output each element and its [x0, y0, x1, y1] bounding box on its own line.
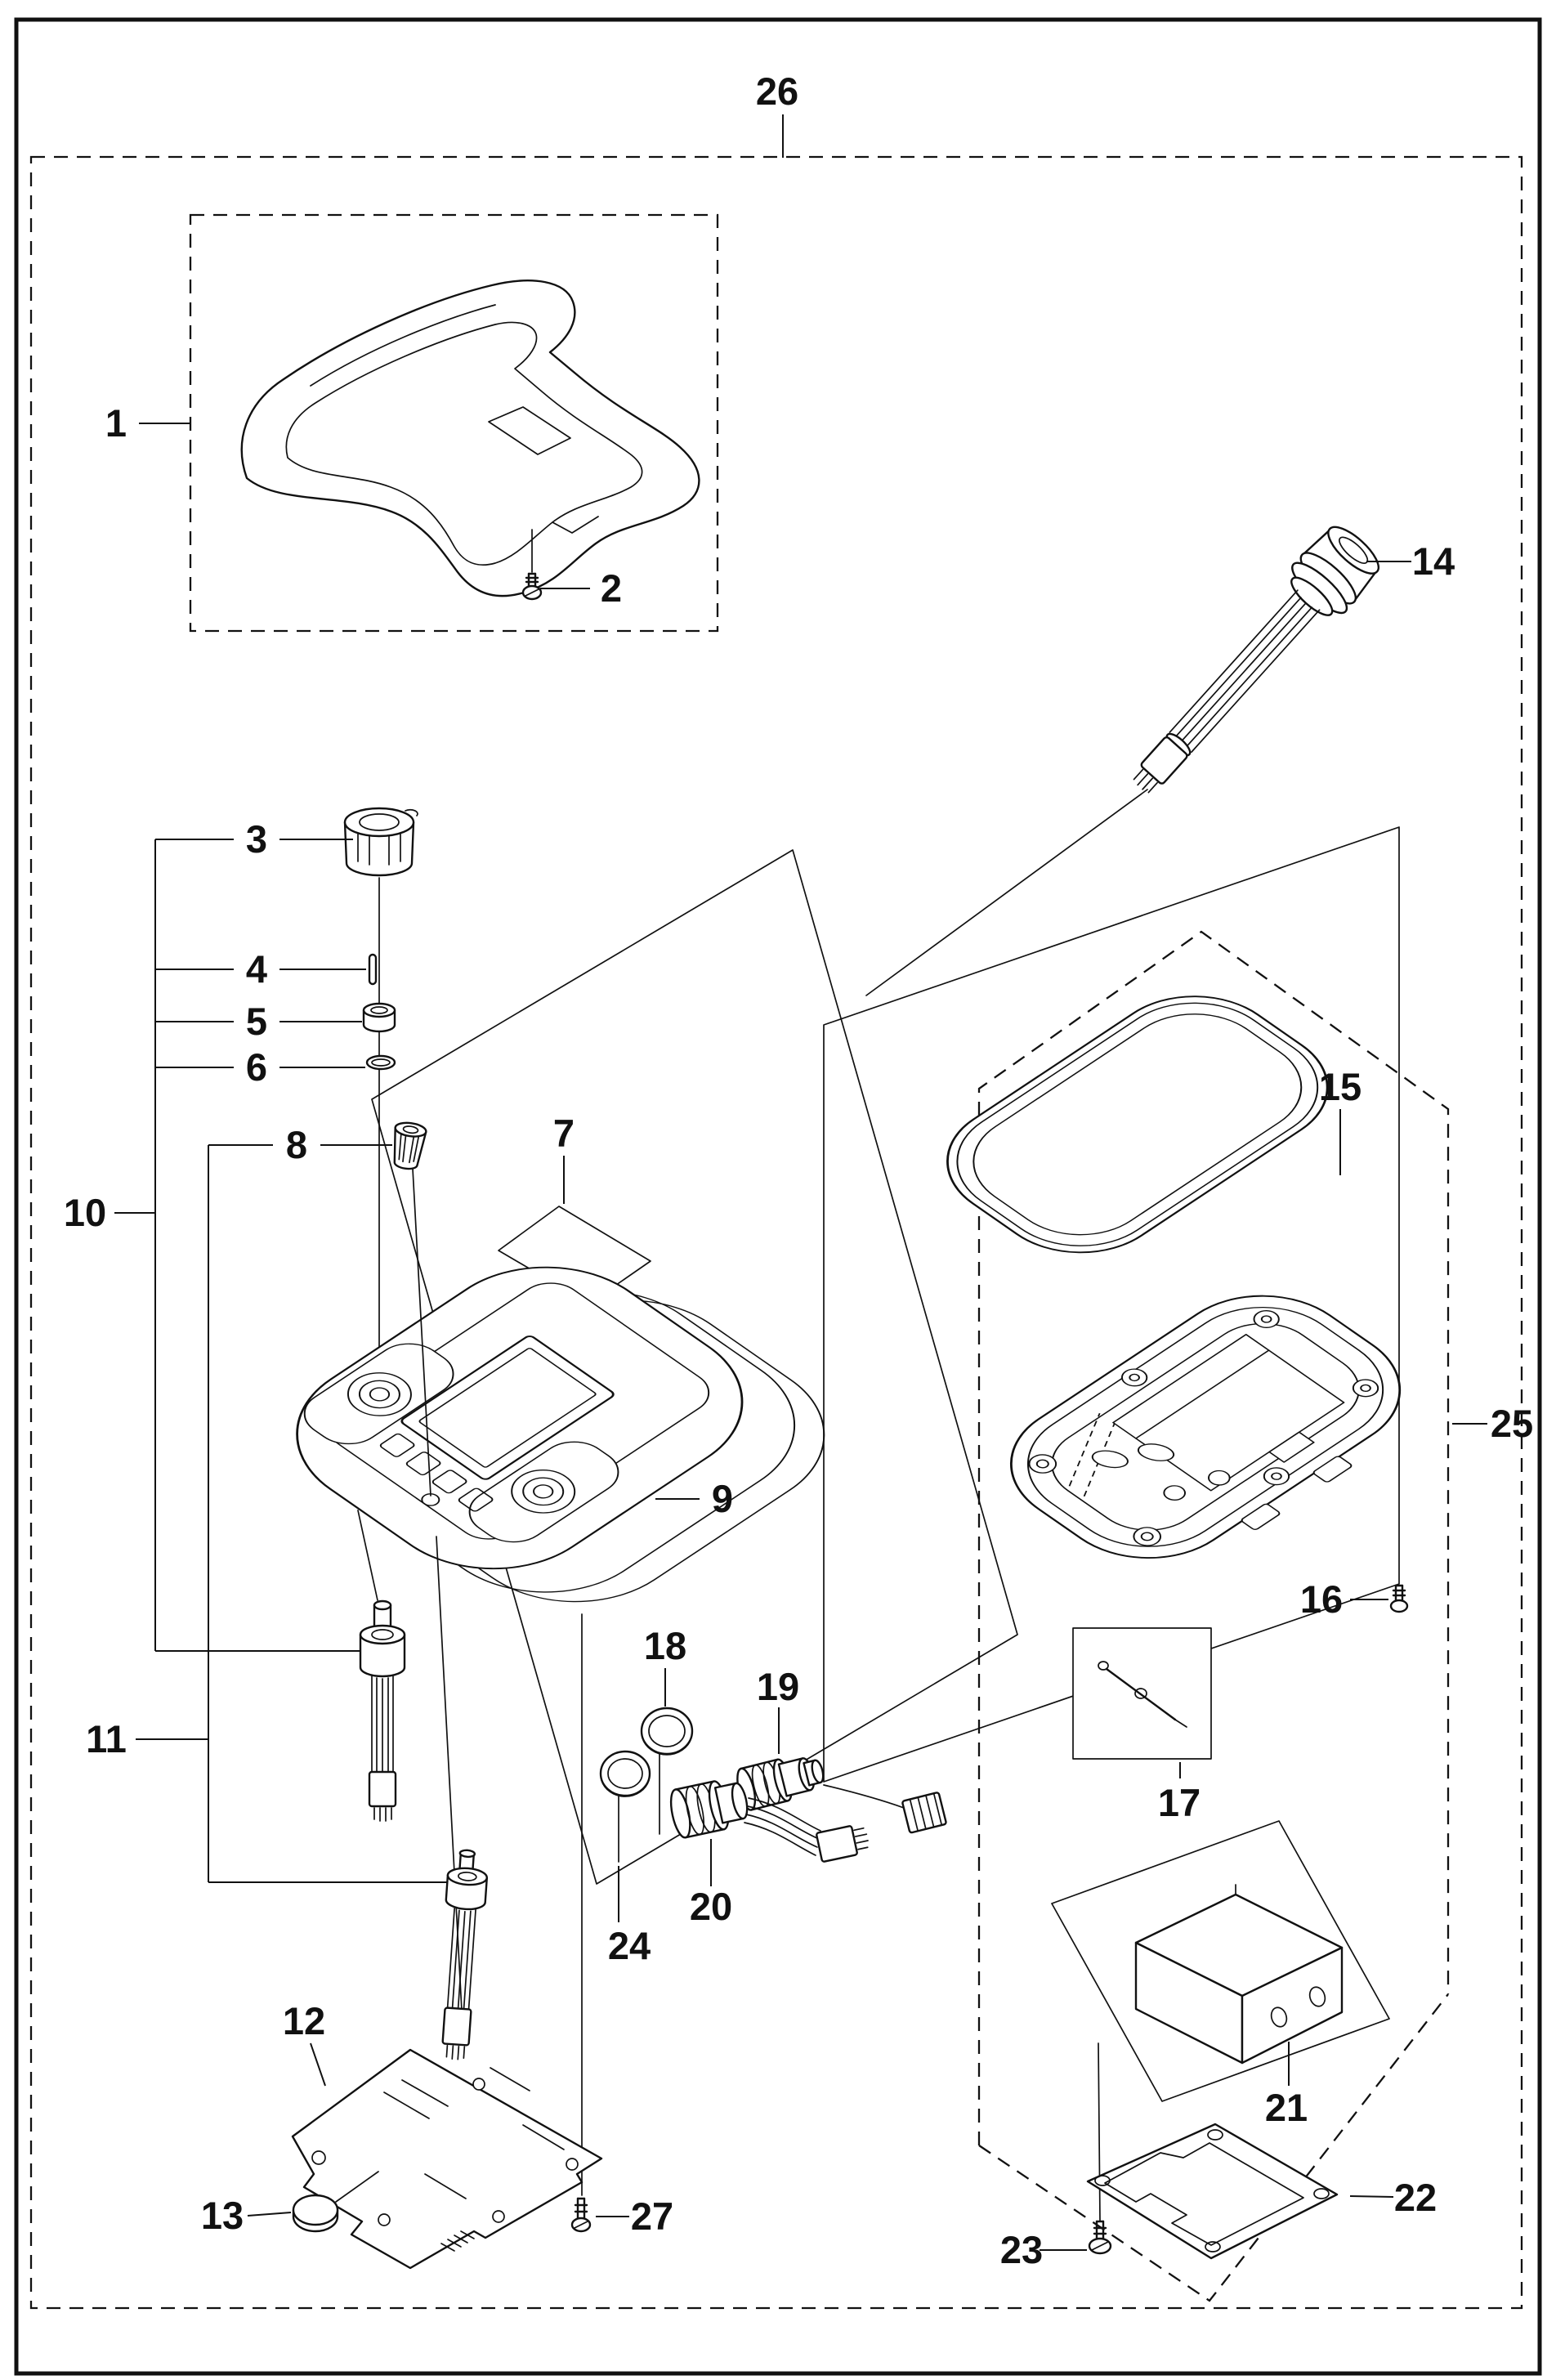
callouts: 1 2 3 4 5 6 7 8	[64, 69, 1533, 2271]
callout-21-label: 21	[1265, 2086, 1308, 2129]
callout-12: 12	[283, 1999, 326, 2087]
callout-25: 25	[1452, 1402, 1533, 1445]
construction-planes	[371, 826, 1400, 1885]
callout-10-label: 10	[64, 1191, 106, 1234]
part-coin-battery-13	[292, 2194, 339, 2233]
callout-27: 27	[596, 2194, 673, 2238]
part-encoder-stem-11	[441, 1849, 489, 2060]
callout-15-label: 15	[1319, 1065, 1362, 1108]
part-potentiometer-10	[359, 1599, 406, 1822]
callout-6-label: 6	[246, 1045, 267, 1089]
callout-1: 1	[105, 401, 190, 445]
part-pin-4	[368, 953, 378, 986]
part-cable-connector-14	[865, 526, 1379, 996]
bracket-knob-assembly-10	[154, 839, 360, 1652]
part-seal-ring-18	[640, 1707, 694, 1835]
callout-2: 2	[540, 566, 622, 610]
callout-1-label: 1	[105, 401, 127, 445]
callout-18-label: 18	[644, 1624, 686, 1667]
callout-26-label: 26	[756, 69, 798, 113]
callout-8-label: 8	[286, 1123, 307, 1166]
part-screw-2	[521, 529, 543, 601]
callout-23-label: 23	[1000, 2228, 1043, 2271]
part-knob-cap-3	[343, 807, 418, 877]
callout-26: 26	[756, 69, 798, 158]
callout-20: 20	[690, 1839, 732, 1928]
callout-3-label: 3	[246, 817, 267, 861]
callout-11: 11	[86, 1717, 208, 1760]
callout-15: 15	[1319, 1065, 1362, 1175]
callout-5-label: 5	[246, 1000, 267, 1043]
callout-13-label: 13	[201, 2194, 244, 2237]
bracket-encoder-assembly-11	[208, 1145, 451, 1883]
callout-24-label: 24	[608, 1924, 651, 1967]
part-screw-16	[1389, 1584, 1409, 1613]
callout-9: 9	[655, 1477, 733, 1520]
callout-2-label: 2	[601, 566, 622, 610]
callout-21: 21	[1265, 2042, 1308, 2129]
callout-6: 6	[155, 1045, 365, 1089]
part-screw-23	[1088, 2220, 1112, 2255]
dashed-prism	[977, 930, 1450, 2302]
part-top-cover-frame	[240, 280, 700, 597]
callout-7: 7	[553, 1112, 575, 1204]
callout-19-label: 19	[757, 1665, 799, 1708]
plane-housing	[823, 826, 1400, 1783]
part-seal-ring-24	[599, 1750, 651, 1863]
knob-8-guide-line	[412, 1168, 431, 1496]
screw-23-guide-line	[1098, 2042, 1101, 2222]
plane-module	[1051, 1820, 1390, 2102]
callout-7-label: 7	[553, 1112, 575, 1155]
part-module-box-21	[1134, 1884, 1344, 2065]
callout-3: 3	[155, 817, 353, 861]
callout-4-label: 4	[246, 947, 267, 991]
part-oring-6	[365, 1054, 396, 1071]
callout-13: 13	[201, 2194, 292, 2237]
cable-14-guide-line	[865, 789, 1148, 996]
assembly-26-dashed-boundary	[29, 155, 1523, 2310]
callout-24: 24	[608, 1866, 651, 1967]
part-antenna-kit-17	[1072, 1627, 1212, 1760]
callout-17: 17	[1158, 1762, 1201, 1824]
part-circuit-board-12	[291, 2048, 603, 2270]
callout-22: 22	[1349, 2176, 1437, 2219]
part-control-panel-9	[296, 1266, 825, 1603]
callout-18: 18	[644, 1624, 686, 1707]
callout-23: 23	[1000, 2228, 1087, 2271]
part-lower-housing-25	[1009, 1295, 1402, 1559]
part-gasket-plate-22	[1086, 2123, 1339, 2260]
callout-12-label: 12	[283, 1999, 325, 2042]
callout-17-label: 17	[1158, 1781, 1201, 1824]
callout-19: 19	[757, 1665, 799, 1754]
battery-guide-line	[335, 2171, 379, 2203]
part-knob-small-8	[393, 1121, 427, 1170]
plane-panel	[371, 849, 1018, 1885]
callout-27-label: 27	[631, 2194, 673, 2238]
callout-8: 8	[208, 1123, 392, 1166]
page-border	[14, 17, 1542, 2376]
callout-16: 16	[1300, 1577, 1388, 1621]
callout-9-label: 9	[712, 1477, 733, 1520]
callout-14-label: 14	[1412, 539, 1455, 583]
callout-22-label: 22	[1394, 2176, 1437, 2219]
pot-10-guide-line	[357, 1510, 378, 1601]
part-bushing-5	[362, 1002, 396, 1033]
callout-14: 14	[1366, 539, 1455, 583]
callout-11-label: 11	[86, 1717, 127, 1760]
callout-5: 5	[155, 1000, 362, 1043]
part-connector-cable-20	[669, 1780, 869, 1863]
callout-25-label: 25	[1491, 1402, 1533, 1445]
callout-16-label: 16	[1300, 1577, 1343, 1621]
callout-20-label: 20	[690, 1885, 732, 1928]
encoder-11-guide-line	[436, 1536, 463, 2011]
part-connector-19	[736, 1757, 947, 1834]
part-gasket-15	[946, 995, 1329, 1254]
part-screw-27	[570, 2197, 592, 2233]
callout-10: 10	[64, 1191, 155, 1234]
callout-4: 4	[155, 947, 366, 991]
